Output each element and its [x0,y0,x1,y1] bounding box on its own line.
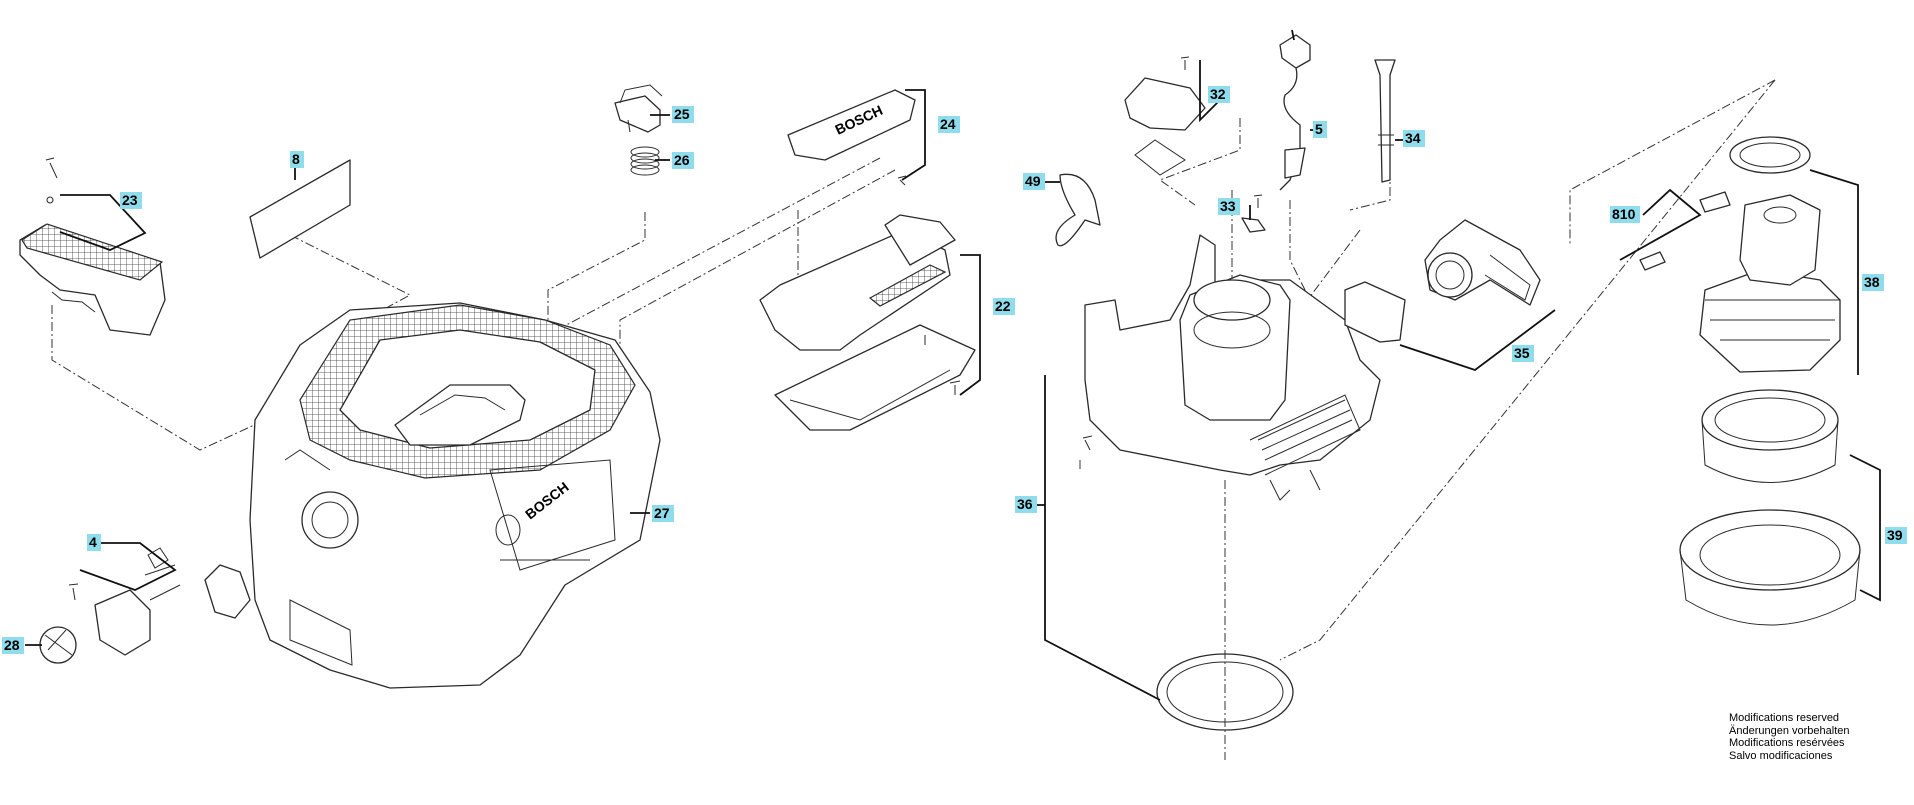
part-24-handle-cap: BOSCH [787,89,916,186]
callout-22: 22 [993,298,1015,315]
part-27-top-housing: BOSCH [249,302,661,689]
part-38-motor-unit [1639,136,1841,373]
notice-line-en: Modifications reserved [1729,712,1840,724]
callout-24: 24 [938,116,960,133]
svg-text:4: 4 [89,534,97,550]
part-49-ring-wire [1055,173,1101,247]
callout-27: 27 [652,505,674,522]
notice-line-de: Änderungen vorbehalten [1729,724,1850,737]
part-28-knob [39,626,77,664]
part-4-switch-assembly [68,547,251,656]
part-22-handle [759,214,976,431]
part-23-grid-lid [19,157,166,336]
svg-text:5: 5 [1315,121,1323,137]
svg-text:36: 36 [1017,496,1033,512]
callout-28: 28 [2,637,24,654]
svg-text:22: 22 [995,298,1011,314]
svg-text:39: 39 [1887,527,1903,543]
svg-text:8: 8 [292,151,300,167]
part-8-label-plate [249,159,351,259]
part-34-float-rod [1374,59,1396,183]
svg-text:28: 28 [4,637,20,653]
part-36-motor-housing [1082,234,1381,501]
callout-4: 4 [87,534,101,551]
svg-text:34: 34 [1405,130,1421,146]
part-36-gasket-ring [1156,653,1294,731]
callout-34: 34 [1403,130,1425,147]
notice-line-fr: Modifications resérvées [1729,737,1845,749]
callout-38: 38 [1862,274,1884,291]
notice-line-es: Salvo modificaciones [1729,749,1833,762]
callout-32: 32 [1208,86,1230,103]
part-33-clip [1241,194,1266,233]
part-35-filter-cassette [1344,219,1541,343]
callout-26: 26 [672,152,694,169]
callout-36: 36 [1015,496,1037,513]
callout-8: 8 [290,151,304,168]
part-5-power-cable [1279,29,1311,191]
part-32-bracket [1124,56,1206,176]
callout-39: 39 [1885,527,1907,544]
svg-text:32: 32 [1210,86,1226,102]
part-25-switch-button [614,84,663,133]
part-26-spring [630,146,660,176]
svg-text:49: 49 [1025,173,1041,189]
callout-25: 25 [672,106,694,123]
modifications-notice: Modifications reserved Änderungen vorbeh… [1729,712,1849,762]
callout-33: 33 [1218,198,1240,215]
svg-text:24: 24 [940,116,956,132]
callout-23: 23 [120,192,142,209]
callout-810: 810 [1610,206,1640,223]
svg-text:25: 25 [674,106,690,122]
part-39-filter-rings [1679,389,1861,626]
svg-text:26: 26 [674,152,690,168]
svg-text:33: 33 [1220,198,1236,214]
callout-labels: 23 8 25 26 27 4 28 24 [2,86,1907,654]
callout-49: 49 [1023,173,1045,190]
leader-lines [25,60,1881,701]
svg-text:27: 27 [654,505,670,521]
svg-text:23: 23 [122,192,138,208]
callout-5: 5 [1313,121,1327,138]
svg-text:38: 38 [1864,274,1880,290]
svg-text:810: 810 [1612,206,1636,222]
callout-35: 35 [1512,345,1534,362]
svg-text:35: 35 [1514,345,1530,361]
